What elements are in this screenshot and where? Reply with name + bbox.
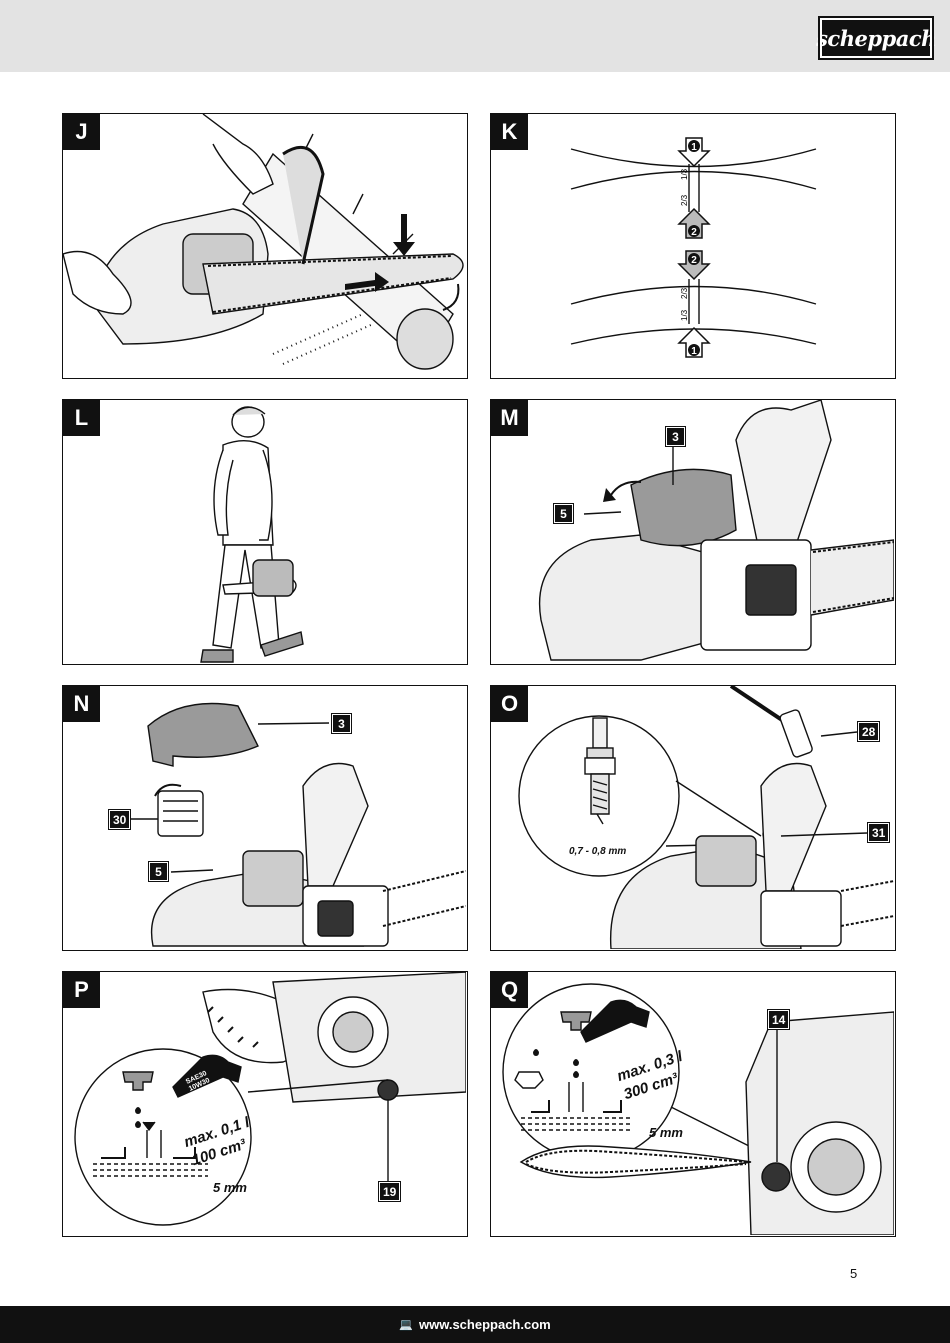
panel-p: P 19 max. 0,1 l 100 cm³ 5 mm SAE30 10W30… (62, 971, 468, 1237)
footer-bar: 💻 www.scheppach.com (0, 1306, 950, 1343)
step-number: 2 (691, 227, 697, 238)
panel-l: L (62, 399, 468, 665)
oil-depth-label: 5 mm (213, 1180, 247, 1195)
callout-tag: 28 (856, 721, 881, 742)
callout-tag: 3 (331, 713, 352, 734)
callout-tag: 30 (107, 809, 132, 830)
ratio-mark: 2/3 (680, 287, 689, 299)
air-filter-removal-illustration (131, 702, 466, 947)
ratio-mark: 2/3 (680, 194, 689, 206)
panel-n: N 3 30 5 (62, 685, 468, 951)
callout-tag: 19 (377, 1181, 402, 1202)
felling-cut-diagram: 1 2 2 1 1/3 2/3 2/3 1/3 (570, 137, 817, 358)
page-number: 5 (850, 1266, 858, 1281)
panel-label: P (63, 972, 100, 1008)
header-band (0, 0, 950, 72)
air-filter-cover-illustration (538, 400, 894, 661)
panel-j: J (62, 113, 468, 379)
panel-o: O 28 31 0,7 - 0,8 mm (490, 685, 896, 951)
step-number: 1 (691, 346, 697, 357)
panel-label: J (63, 114, 100, 150)
callout-tag: 3 (665, 426, 686, 447)
callout-tag: 5 (553, 503, 574, 524)
panel-label: K (491, 114, 528, 150)
panel-label: Q (491, 972, 528, 1008)
website-link[interactable]: www.scheppach.com (418, 1317, 551, 1332)
monitor-icon: 💻 (399, 1319, 413, 1331)
panel-label: N (63, 686, 100, 722)
panel-k: K 1 2 2 1 1/3 2/3 2/3 1/3 (490, 113, 896, 379)
spark-gap-label: 0,7 - 0,8 mm (569, 846, 627, 857)
chain-oil-filling-illustration (502, 983, 894, 1235)
panel-m: M 3 5 (490, 399, 896, 665)
ratio-mark: 1/3 (680, 309, 689, 321)
carrying-chainsaw-illustration (200, 406, 304, 663)
step-number: 1 (691, 142, 697, 153)
callout-tag: 5 (148, 861, 169, 882)
callout-tag: 31 (866, 822, 891, 843)
panel-label: M (491, 400, 528, 436)
fuel-filling-illustration: SAE30 10W30 10W40 (74, 972, 466, 1226)
spark-plug-illustration (518, 686, 894, 949)
panel-label: L (63, 400, 100, 436)
panel-q: Q 14 max. 0,3 l 300 cm³ 5 mm (490, 971, 896, 1237)
brand-logo: scheppach (816, 16, 936, 60)
oil-depth-label: 5 mm (649, 1125, 683, 1140)
step-number: 2 (691, 255, 697, 266)
panel-label: O (491, 686, 528, 722)
ratio-mark: 1/3 (680, 168, 689, 180)
callout-tag: 14 (766, 1009, 791, 1030)
chainsaw-cutting-illustration (63, 114, 464, 370)
